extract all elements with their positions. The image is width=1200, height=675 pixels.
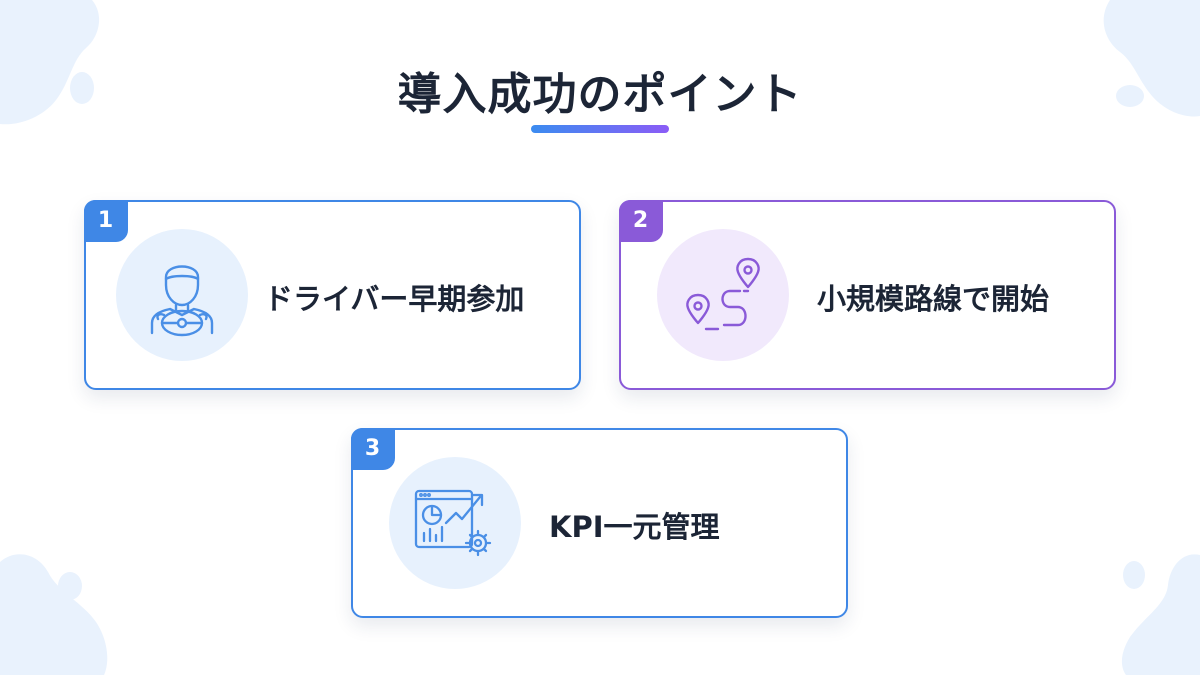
decor-blob-top-left bbox=[0, 0, 100, 125]
decor-blob-bottom-left bbox=[0, 554, 108, 675]
card-label: ドライバー早期参加 bbox=[264, 282, 525, 316]
point-card-2: 2 小規模路線で開始 bbox=[618, 199, 1116, 390]
card-label: 小規模路線で開始 bbox=[817, 282, 1050, 316]
driver-icon bbox=[116, 229, 248, 361]
card-label: KPI一元管理 bbox=[549, 510, 720, 544]
card-number-badge: 1 bbox=[83, 199, 128, 242]
decor-blob-top-right bbox=[1103, 0, 1200, 117]
title-underline bbox=[531, 125, 669, 133]
card-number-badge: 2 bbox=[618, 199, 663, 242]
decor-blob-bottom-right bbox=[1121, 554, 1200, 675]
point-card-3: 3 KPI一元管理 bbox=[350, 427, 848, 618]
card-number-badge: 3 bbox=[350, 427, 395, 470]
page-title: 導入成功のポイント bbox=[397, 69, 803, 120]
route-icon bbox=[657, 229, 789, 361]
point-card-1: 1 ドライバー早期参加 bbox=[83, 199, 581, 390]
analytics-gear-icon bbox=[389, 457, 521, 589]
